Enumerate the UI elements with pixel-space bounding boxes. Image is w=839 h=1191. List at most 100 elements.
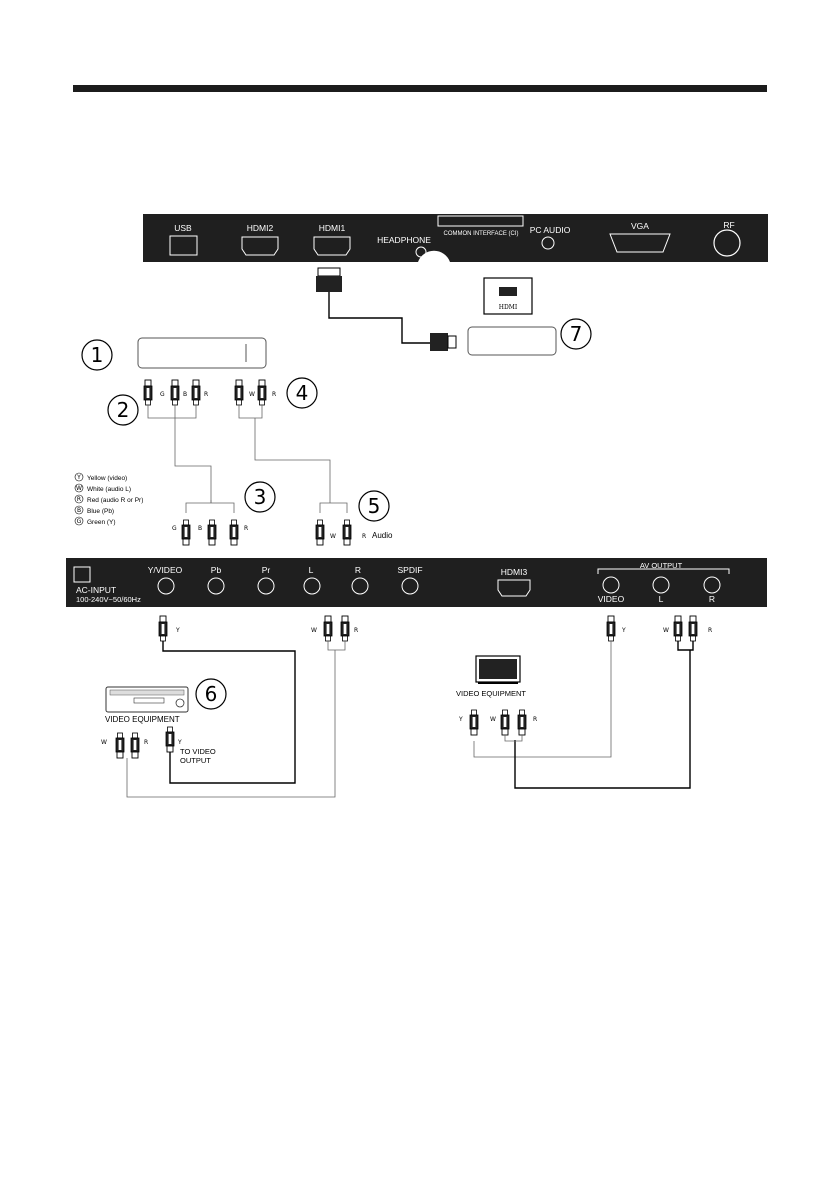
hdmi1-port xyxy=(313,236,351,256)
svg-text:3: 3 xyxy=(254,485,267,509)
svg-text:4: 4 xyxy=(296,381,309,405)
to-video-output-label-2: OUTPUT xyxy=(180,756,211,765)
ci-label: COMMON INTERFACE (CI) xyxy=(444,231,519,237)
svg-text:Blue (Pb): Blue (Pb) xyxy=(87,508,114,515)
pr-jack xyxy=(257,577,275,595)
av-l-label: L xyxy=(659,594,664,604)
header-rule xyxy=(73,85,767,92)
component-plugs-top: G B R xyxy=(143,379,212,503)
monitor-plugs: Y W R xyxy=(458,709,537,742)
audio-label: Audio xyxy=(372,531,393,540)
svg-text:B: B xyxy=(198,525,202,532)
rf-label: RF xyxy=(723,220,734,230)
svg-text:White (audio L): White (audio L) xyxy=(87,486,131,493)
l-label: L xyxy=(309,565,314,575)
svg-text:Y: Y xyxy=(621,627,626,634)
av-out-audio-plugs: W R xyxy=(514,615,712,789)
top-connector-panel: USB HDMI2 HDMI1 HEADPHONE COMMON INTERFA… xyxy=(143,214,768,262)
video-equipment-right-label: VIDEO EQUIPMENT xyxy=(456,689,526,698)
svg-text:5: 5 xyxy=(368,494,381,518)
svg-text:W: W xyxy=(101,739,107,746)
dvd-player-device: VIDEO EQUIPMENT xyxy=(105,686,189,724)
av-video-jack xyxy=(602,576,620,594)
svg-text:W: W xyxy=(490,716,496,723)
usb-label: USB xyxy=(174,223,192,233)
svg-text:W: W xyxy=(311,627,317,634)
svg-text:W: W xyxy=(76,485,82,492)
svg-text:Green (Y): Green (Y) xyxy=(87,519,116,526)
audio-plugs-top: W R xyxy=(234,379,331,503)
pb-label: Pb xyxy=(211,565,222,575)
callout-4: 4 xyxy=(286,377,318,409)
legend-item: B Blue (Pb) xyxy=(74,505,114,515)
callout-7: 7 xyxy=(560,318,592,350)
dvd-audio-plugs: W R xyxy=(101,732,148,759)
monitor-device: VIDEO EQUIPMENT xyxy=(456,655,526,698)
svg-text:R: R xyxy=(362,533,366,540)
callout-3: 3 xyxy=(244,481,276,513)
svg-text:1: 1 xyxy=(91,343,104,367)
to-video-output-label-1: TO VIDEO xyxy=(180,747,216,756)
pc-audio-label: PC AUDIO xyxy=(530,225,571,235)
spdif-label: SPDIF xyxy=(397,565,422,575)
l-jack xyxy=(303,577,321,595)
pb-jack xyxy=(207,577,225,595)
svg-text:B: B xyxy=(77,507,81,514)
svg-text:W: W xyxy=(330,533,336,540)
hdmi-device-label: HDMI xyxy=(499,304,518,311)
bottom-connector-panel: AC-INPUT 100-240V~50/60Hz Y/VIDEO Pb Pr … xyxy=(66,558,767,607)
audio-plugs-bottom: W R Audio xyxy=(315,502,393,546)
ci-slot xyxy=(437,215,524,227)
svg-text:Y: Y xyxy=(458,716,463,723)
vga-port xyxy=(609,233,671,253)
hdmi3-port xyxy=(497,579,531,597)
svg-text:6: 6 xyxy=(205,682,218,706)
component-source-device xyxy=(137,337,267,369)
hdmi3-label: HDMI3 xyxy=(501,567,528,577)
r-label: R xyxy=(355,565,361,575)
legend-item: G Green (Y) xyxy=(74,516,116,526)
svg-text:R: R xyxy=(272,391,276,398)
av-l-jack xyxy=(652,576,670,594)
svg-text:Y: Y xyxy=(177,739,182,746)
svg-text:R: R xyxy=(708,627,712,634)
r-jack xyxy=(351,577,369,595)
dvd-video-plug: Y TO VIDEO OUTPUT xyxy=(165,726,216,765)
svg-text:Y: Y xyxy=(76,474,81,481)
callout-2: 2 xyxy=(107,394,139,426)
headphone-label: HEADPHONE xyxy=(377,235,431,245)
svg-text:B: B xyxy=(183,391,187,398)
headphone-jack xyxy=(415,246,427,258)
svg-text:R: R xyxy=(244,525,248,532)
svg-text:G: G xyxy=(172,525,177,532)
y-video-jack xyxy=(157,577,175,595)
svg-text:Y: Y xyxy=(175,627,180,634)
svg-text:R: R xyxy=(144,739,148,746)
legend-item: R Red (audio R or Pr) xyxy=(74,494,143,504)
component-plugs-bottom: G B R xyxy=(172,500,248,546)
hdmi-cable xyxy=(316,267,457,351)
spdif-jack xyxy=(401,577,419,595)
ac-input-socket xyxy=(73,566,91,583)
av-r-jack xyxy=(703,576,721,594)
legend-item: Y Yellow (video) xyxy=(74,472,127,482)
svg-text:7: 7 xyxy=(570,322,583,346)
callout-1: 1 xyxy=(81,339,113,371)
hdmi2-label: HDMI2 xyxy=(247,223,274,233)
ac-spec-label: 100-240V~50/60Hz xyxy=(76,595,141,604)
svg-text:W: W xyxy=(249,391,255,398)
hdmi1-label: HDMI1 xyxy=(319,223,346,233)
svg-text:R: R xyxy=(354,627,358,634)
svg-text:Yellow (video): Yellow (video) xyxy=(87,475,127,482)
hdmi2-port xyxy=(241,236,279,256)
composite-video-plug-tv: Y xyxy=(158,615,296,784)
av-output-frame xyxy=(597,568,730,574)
usb-port xyxy=(169,235,198,256)
pc-audio-jack xyxy=(541,236,555,250)
y-video-label: Y/VIDEO xyxy=(148,565,183,575)
av-r-label: R xyxy=(709,594,715,604)
svg-text:2: 2 xyxy=(117,398,130,422)
video-equipment-left-label: VIDEO EQUIPMENT xyxy=(105,715,180,724)
hdmi-source-device: HDMI xyxy=(467,277,557,356)
